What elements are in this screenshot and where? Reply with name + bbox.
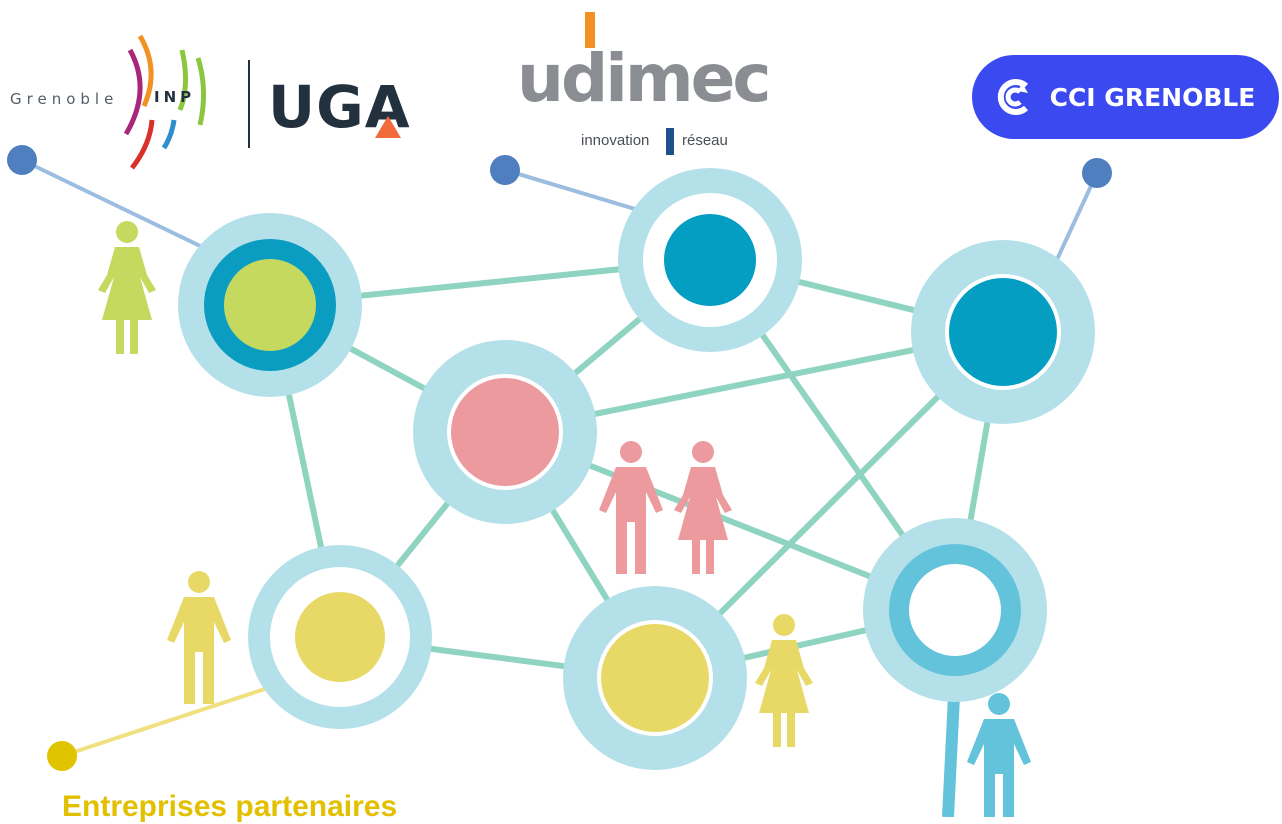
pin-dot-top-left — [7, 145, 37, 175]
udimec-accent-bar — [585, 12, 595, 48]
female-figure-icon — [755, 614, 813, 747]
cci-label: CCI GRENOBLE — [1049, 82, 1256, 112]
male-figure-icon — [167, 571, 231, 704]
node-pink — [413, 340, 597, 524]
female-figure-icon — [98, 221, 156, 354]
udimec-tagline-bar — [666, 128, 674, 155]
node-green — [178, 213, 362, 397]
logo-divider — [248, 60, 250, 148]
pin-dot-top-right — [1082, 158, 1112, 188]
pin-dot-bottom-left — [47, 741, 77, 771]
udimec-wordmark: udimec — [517, 40, 772, 117]
pin-dot-top-center — [490, 155, 520, 185]
node-yellow-left — [248, 545, 432, 729]
node-hollow — [863, 518, 1047, 702]
grenoble-inp-arcs — [123, 34, 207, 170]
node-teal-top — [618, 168, 802, 352]
inp-word: INP — [154, 88, 196, 106]
male-figure-icon — [599, 441, 663, 574]
node-teal-right — [911, 240, 1095, 424]
cci-grenoble-button[interactable]: CCI GRENOBLE — [972, 55, 1279, 139]
grenoble-word: Grenoble — [10, 90, 119, 108]
cci-logo-icon — [997, 79, 1028, 115]
uga-triangle-icon — [375, 116, 401, 138]
udimec-tagline-right: réseau — [682, 132, 728, 149]
partners-caption: Entreprises partenaires — [62, 790, 398, 823]
female-figure-icon — [674, 441, 732, 574]
udimec-tagline-left: innovation — [581, 132, 650, 149]
male-figure-icon — [967, 693, 1031, 817]
node-yellow-center — [563, 586, 747, 770]
